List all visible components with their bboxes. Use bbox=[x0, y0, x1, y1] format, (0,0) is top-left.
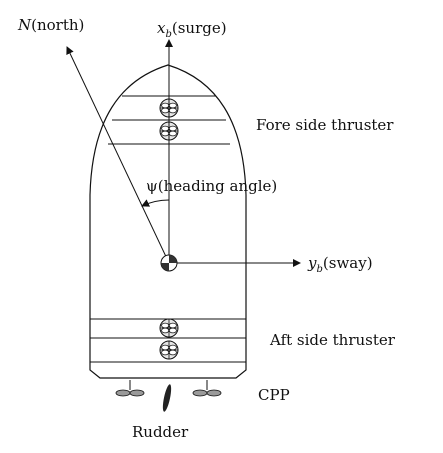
heading-angle-label: ψ(heading angle) bbox=[146, 177, 277, 195]
hull-outline bbox=[89, 64, 247, 379]
cpp-label: CPP bbox=[258, 386, 290, 404]
aft-thruster-1-icon bbox=[159, 318, 179, 338]
north-symbol: N bbox=[17, 16, 32, 34]
rudder-label: Rudder bbox=[132, 423, 189, 441]
fore-thruster-label: Fore side thruster bbox=[256, 116, 394, 134]
center-of-gravity-icon bbox=[160, 254, 178, 272]
sway-symbol: y bbox=[307, 254, 317, 272]
north-arrow bbox=[66, 46, 170, 264]
rudder-icon bbox=[162, 384, 172, 412]
surge-symbol: x bbox=[157, 19, 166, 37]
surge-label: xb(surge) bbox=[157, 19, 227, 40]
surge-text: (surge) bbox=[172, 19, 227, 37]
north-text: (north) bbox=[31, 16, 84, 34]
cpp-port-propeller-icon bbox=[115, 380, 145, 397]
cpp-starboard-propeller-icon bbox=[192, 380, 222, 397]
north-label: N(north) bbox=[17, 16, 84, 34]
sway-subscript: b bbox=[316, 264, 322, 275]
surge-subscript: b bbox=[165, 29, 171, 40]
heading-symbol: ψ bbox=[146, 177, 158, 195]
sway-text: (sway) bbox=[323, 254, 373, 272]
aft-thruster-label: Aft side thruster bbox=[269, 331, 396, 349]
sway-label: yb(sway) bbox=[307, 254, 373, 275]
aft-thruster-2-icon bbox=[159, 340, 179, 360]
heading-angle-arc bbox=[141, 199, 170, 207]
heading-text: (heading angle) bbox=[158, 177, 278, 195]
